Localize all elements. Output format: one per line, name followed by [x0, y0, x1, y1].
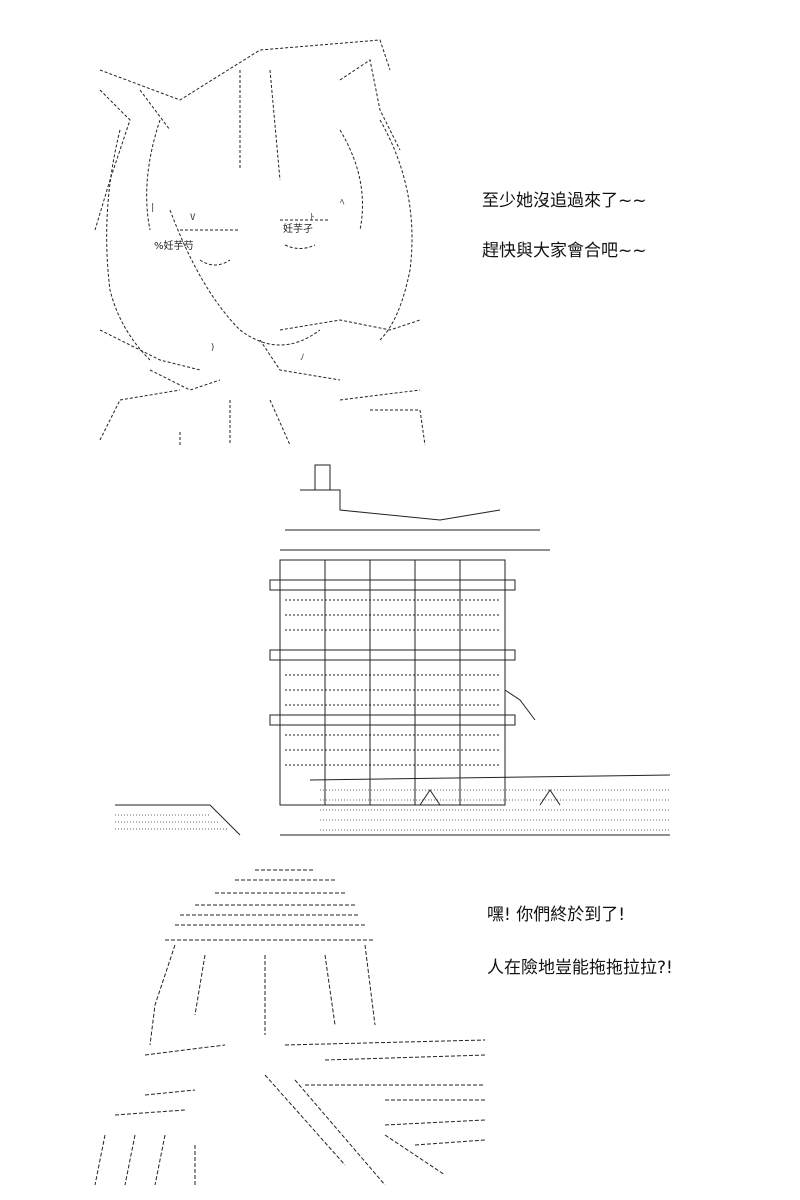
- svg-text:ﾉ: ﾉ: [300, 353, 305, 363]
- panel-girl-ascii-art: | V ﾄ ﾍ ) ﾉ %妊芋芍 妊芋孑: [40, 30, 460, 450]
- girl-ascii-art-drawing: | V ﾄ ﾍ ) ﾉ: [94, 39, 426, 446]
- svg-text:|: |: [150, 203, 155, 213]
- dialogue-line-1: 至少她沒追過來了~~: [482, 191, 647, 211]
- dialogue-line-3: 嘿! 你們終於到了!: [487, 905, 626, 925]
- panel-building-ascii-art: [110, 460, 680, 840]
- svg-text:ﾄ: ﾄ: [310, 213, 315, 223]
- panel-hat-character-ascii-art: [85, 865, 505, 1190]
- building-ascii-art-drawing: [115, 464, 671, 836]
- dialogue-line-2: 趕快與大家會合吧~~: [482, 241, 647, 261]
- svg-text:V: V: [190, 213, 196, 223]
- dialogue-line-4: 人在險地豈能拖拖拉拉?!: [487, 958, 673, 978]
- svg-text:): ): [210, 343, 215, 353]
- art-label-right: 妊芋孑: [283, 224, 313, 235]
- svg-text:ﾍ: ﾍ: [340, 198, 345, 208]
- hat-character-ascii-art-drawing: [94, 869, 486, 1186]
- art-label-left: %妊芋芍: [154, 241, 194, 252]
